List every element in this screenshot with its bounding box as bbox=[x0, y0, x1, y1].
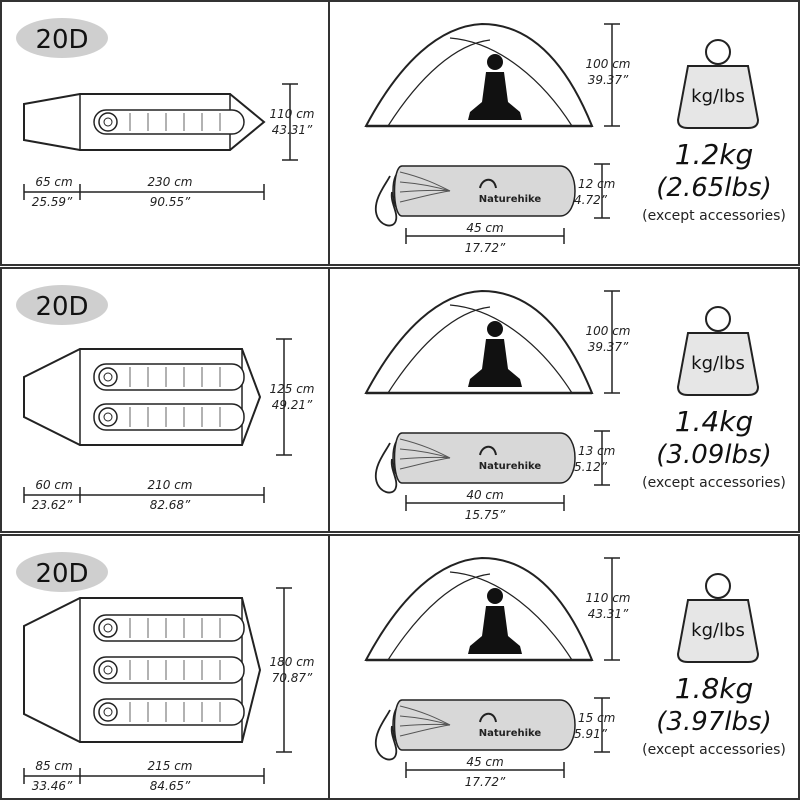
pack-diameter-in: 4.72” bbox=[574, 193, 608, 207]
tent-height-in: 39.37” bbox=[588, 340, 629, 354]
tent-height-cm: 100 cm bbox=[585, 324, 630, 338]
vestibule-in: 25.59” bbox=[32, 195, 73, 209]
fabric-badge bbox=[16, 285, 108, 325]
tent-spec-panel: 100 cm 39.37” Naturehike 12 cm 4.72” 45 cm 17.… bbox=[328, 0, 800, 266]
floor-length-cm: 230 cm bbox=[147, 175, 192, 189]
weight-icon bbox=[676, 306, 760, 396]
pack-length-cm: 40 cm bbox=[466, 488, 503, 502]
brand-logo bbox=[479, 445, 497, 456]
tent-height-cm: 100 cm bbox=[585, 57, 630, 71]
packed-bag bbox=[374, 432, 576, 494]
packed-bag bbox=[374, 699, 576, 761]
fabric-label: 20D bbox=[35, 292, 88, 322]
weight-note: (except accessories) bbox=[642, 742, 786, 758]
weight-lbs: (3.09lbs) bbox=[656, 440, 771, 470]
brand-logo bbox=[479, 178, 497, 189]
person-icon bbox=[468, 588, 522, 654]
weight-kg: 1.4kg bbox=[675, 405, 754, 438]
floor-width-in: 70.87” bbox=[272, 671, 313, 685]
tent-spec-panel: 100 cm 39.37” Naturehike 13 cm 5.12” 40 cm 15.… bbox=[328, 267, 800, 533]
weight-icon bbox=[676, 39, 760, 129]
weight-kg: 1.8kg bbox=[675, 672, 754, 705]
brand-name: Naturehike bbox=[479, 194, 542, 205]
weight-note: (except accessories) bbox=[642, 475, 786, 491]
person-icon bbox=[468, 321, 522, 387]
floor-plan-panel: 20D 180 cm 70.87” 85 cm 33.46” 215 cm 84.65” bbox=[0, 534, 330, 800]
floor-width-cm: 180 cm bbox=[269, 655, 314, 669]
floor-outline bbox=[79, 348, 243, 446]
tent-spec-panel: 110 cm 43.31” Naturehike 15 cm 5.91” 45 cm 17.… bbox=[328, 534, 800, 800]
vestibule-in: 23.62” bbox=[32, 498, 73, 512]
spec-row-1: 20D 110 cm 43.31” 65 cm 25.59” 230 cm 90.55” 10… bbox=[0, 0, 800, 266]
pack-diameter-cm: 12 cm bbox=[578, 177, 615, 191]
floor-plan-svg: 20D 110 cm 43.31” 65 cm 25.59” 230 cm 90.55” bbox=[16, 18, 315, 209]
pack-length-in: 15.75” bbox=[465, 508, 506, 522]
sleeping-bag bbox=[93, 698, 245, 726]
tent-front-view bbox=[364, 556, 594, 662]
tent-height-cm: 110 cm bbox=[585, 591, 630, 605]
floor-width-in: 49.21” bbox=[272, 398, 313, 412]
spec-row-3: 20D 180 cm 70.87” 85 cm 33.46” 215 cm 84.65” 11… bbox=[0, 534, 800, 800]
tent-spec-svg: 100 cm 39.37” Naturehike 13 cm 5.12” 40 cm 15.… bbox=[364, 289, 786, 522]
vestibule-in: 33.46” bbox=[32, 779, 73, 793]
vestibule-cm: 60 cm bbox=[35, 478, 72, 492]
fabric-badge bbox=[16, 18, 108, 58]
vestibule-cm: 85 cm bbox=[35, 759, 72, 773]
sleeping-bag bbox=[93, 614, 245, 642]
floor-plan-svg: 20D 180 cm 70.87” 85 cm 33.46” 215 cm 84.65” bbox=[16, 552, 315, 793]
tent-front-view bbox=[364, 22, 594, 128]
weight-lbs: (3.97lbs) bbox=[656, 707, 771, 737]
spec-row-2: 20D 125 cm 49.21” 60 cm 23.62” 210 cm 82.68” 10… bbox=[0, 267, 800, 533]
weight-unit-label: kg/lbs bbox=[691, 620, 745, 641]
brand-name: Naturehike bbox=[479, 728, 542, 739]
pack-diameter-cm: 13 cm bbox=[578, 444, 615, 458]
floor-length-in: 84.65” bbox=[150, 779, 191, 793]
weight-kg: 1.2kg bbox=[675, 138, 754, 171]
tent-spec-svg: 110 cm 43.31” Naturehike 15 cm 5.91” 45 cm 17.… bbox=[364, 556, 786, 789]
pack-diameter-in: 5.12” bbox=[574, 460, 608, 474]
floor-width-cm: 110 cm bbox=[269, 107, 314, 121]
floor-length-in: 90.55” bbox=[150, 195, 191, 209]
fabric-label: 20D bbox=[35, 559, 88, 589]
tent-height-in: 43.31” bbox=[588, 607, 629, 621]
floor-plan-svg: 20D 125 cm 49.21” 60 cm 23.62” 210 cm 82.68” bbox=[16, 285, 315, 512]
weight-unit-label: kg/lbs bbox=[691, 86, 745, 107]
weight-note: (except accessories) bbox=[642, 208, 786, 224]
tent-spec-svg: 100 cm 39.37” Naturehike 12 cm 4.72” 45 cm 17.… bbox=[364, 22, 786, 255]
brand-logo bbox=[479, 712, 497, 723]
floor-width-cm: 125 cm bbox=[269, 382, 314, 396]
tent-height-in: 39.37” bbox=[588, 73, 629, 87]
pack-diameter-cm: 15 cm bbox=[578, 711, 615, 725]
floor-width-in: 43.31” bbox=[272, 123, 313, 137]
sleeping-bag bbox=[93, 403, 245, 431]
tent-front-view bbox=[364, 289, 594, 395]
fabric-label: 20D bbox=[35, 25, 88, 55]
sleeping-bag bbox=[93, 656, 245, 684]
vestibule-cm: 65 cm bbox=[35, 175, 72, 189]
weight-lbs: (2.65lbs) bbox=[656, 173, 771, 203]
pack-length-cm: 45 cm bbox=[466, 755, 503, 769]
floor-plan-panel: 20D 110 cm 43.31” 65 cm 25.59” 230 cm 90.55” bbox=[0, 0, 330, 266]
weight-icon bbox=[676, 573, 760, 663]
sleeping-bag bbox=[93, 363, 245, 391]
fabric-badge bbox=[16, 552, 108, 592]
pack-length-cm: 45 cm bbox=[466, 221, 503, 235]
floor-length-in: 82.68” bbox=[150, 498, 191, 512]
person-icon bbox=[468, 54, 522, 120]
floor-length-cm: 210 cm bbox=[147, 478, 192, 492]
pack-length-in: 17.72” bbox=[465, 775, 506, 789]
brand-name: Naturehike bbox=[479, 461, 542, 472]
packed-bag bbox=[374, 165, 576, 227]
floor-plan-panel: 20D 125 cm 49.21” 60 cm 23.62” 210 cm 82.68” bbox=[0, 267, 330, 533]
pack-length-in: 17.72” bbox=[465, 241, 506, 255]
pack-diameter-in: 5.91” bbox=[574, 727, 608, 741]
sleeping-bag bbox=[93, 109, 245, 135]
weight-unit-label: kg/lbs bbox=[691, 353, 745, 374]
floor-length-cm: 215 cm bbox=[147, 759, 192, 773]
